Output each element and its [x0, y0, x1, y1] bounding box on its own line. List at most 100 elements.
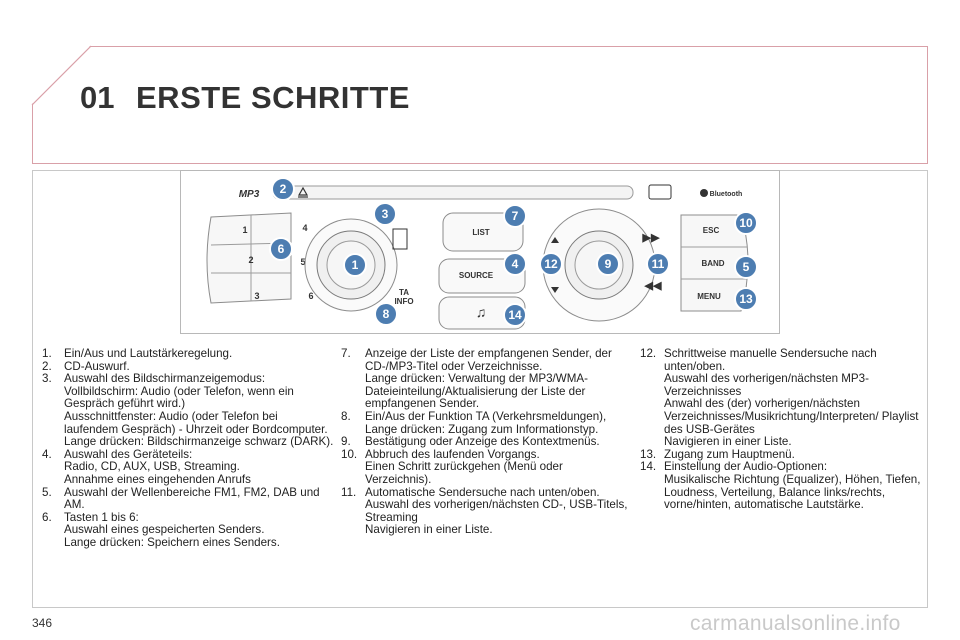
arrow-down-icon[interactable] [551, 287, 559, 293]
legend-item: 4. Auswahl des Geräteteils:Radio, CD, AUX… [42, 447, 334, 487]
callout-4: 4 [503, 252, 527, 276]
legend-item-text: Anzeige der Liste der empfangenen Sender… [365, 347, 612, 373]
legend-item-text: Vollbildschirm: Audio (oder Telefon, wen… [64, 384, 294, 411]
seek-back-icon[interactable]: ◀◀ [644, 280, 662, 292]
legend-item: 13. Zugang zum Hauptmenü. [640, 447, 922, 462]
source-button[interactable] [438, 258, 526, 294]
legend-item-text: Anwahl des (der) vorherigen/nächsten Ver… [664, 397, 919, 436]
mp3-label: MP3 [239, 189, 260, 200]
legend-item-text: Tasten 1 bis 6: [64, 510, 139, 524]
band-label[interactable]: BAND [701, 259, 724, 268]
callout-3: 3 [373, 202, 397, 226]
legend-item: 7. Anzeige der Liste der empfangenen Send… [341, 347, 631, 411]
legend-item-text: Auswahl des Geräteteils: [64, 447, 193, 461]
legend-item-text: Navigieren in einer Liste. [664, 435, 792, 449]
callout-9: 9 [596, 252, 620, 276]
svg-text:11: 11 [652, 257, 665, 271]
legend-column-1: 1. Ein/Aus und Lautstärkeregelung. 2. CD-Au… [42, 347, 334, 550]
seek-forward-icon[interactable]: ▶▶ [642, 232, 660, 244]
legend-item-text: Einen Schritt zurückgehen (Menü oder Ver… [365, 460, 563, 486]
callout-6: 6 [269, 237, 293, 261]
chapter-header [32, 46, 928, 164]
legend-item-number: 1. [42, 347, 52, 360]
callout-8: 8 [374, 302, 398, 326]
legend-item: 3.Auswahl des Bildschirmanzeigemodus:Vol… [42, 373, 334, 449]
legend-item: 2. CD-Auswurf. [42, 359, 334, 374]
legend-item: 11.Automatische Sendersuche nach unten/o… [341, 485, 631, 537]
legend-item-text: Abbruch des laufenden Vorgangs. [365, 447, 540, 461]
legend-item-number: 10. [341, 447, 358, 461]
eject-icon [297, 186, 309, 196]
list-button[interactable] [442, 212, 524, 252]
legend-item-number: 7. [341, 347, 351, 360]
legend-item-text: Ausschnittfenster: Audio (oder Telefon b… [64, 409, 328, 436]
legend-item: 5.Auswahl der Wellenbereiche FM1, FM2, D… [42, 485, 334, 512]
svg-text:3: 3 [382, 207, 389, 221]
svg-text:2: 2 [280, 182, 287, 196]
radio-control-panel-illustration: MP3 Bluetooth 1 2 3 4 5 6 TA INFO LIST S… [206, 177, 758, 330]
legend-item-number: 4. [42, 447, 52, 461]
svg-text:12: 12 [544, 257, 558, 271]
cd-slot [272, 185, 634, 200]
svg-text:1: 1 [352, 258, 359, 272]
legend-item: 8. Ein/Aus der Funktion TA (Verkehrsmeldu… [341, 409, 631, 436]
legend-item: 10. Abbruch des laufenden Vorgangs.Einen … [341, 447, 631, 487]
svg-text:7: 7 [512, 209, 519, 223]
usb-port-icon [648, 184, 672, 200]
svg-text:13: 13 [739, 292, 753, 306]
legend-item: 14.Einstellung der Audio-Optionen:Musika… [640, 461, 922, 511]
legend-item: 12.Schrittweise manuelle Sendersuche nac… [640, 347, 922, 449]
info-label[interactable]: INFO [394, 297, 413, 306]
svg-text:6: 6 [278, 242, 285, 256]
legend-item-text: Automatische Sendersuche nach unten/oben… [365, 485, 600, 499]
list-label: LIST [472, 228, 489, 237]
esc-label[interactable]: ESC [703, 226, 720, 235]
legend-item-number: 2. [42, 359, 52, 373]
legend-column-3: 12.Schrittweise manuelle Sendersuche nac… [640, 347, 922, 512]
ta-label[interactable]: TA [399, 288, 409, 297]
legend-item-text: Ein/Aus und Lautstärkeregelung. [64, 347, 233, 360]
callout-13: 13 [734, 287, 758, 311]
legend-item-text: Ein/Aus der Funktion TA (Verkehrsmeldung… [365, 409, 607, 423]
callout-5: 5 [734, 255, 758, 279]
preset-key-3[interactable]: 3 [254, 291, 259, 301]
menu-label[interactable]: MENU [697, 292, 721, 301]
svg-text:10: 10 [739, 216, 753, 230]
legend-item-text: Lange drücken: Bildschirmanzeige schwarz… [64, 435, 334, 449]
legend-item-number: 9. [341, 435, 351, 449]
preset-key-4[interactable]: 4 [302, 223, 307, 233]
legend-item-number: 8. [341, 409, 351, 423]
callout-10: 10 [734, 211, 758, 235]
svg-text:8: 8 [383, 307, 390, 321]
legend-item: 1. Ein/Aus und Lautstärkeregelung. [42, 347, 334, 361]
legend-item-text: Lange drücken: Speichern eines Senders. [64, 535, 280, 549]
chapter-number: 01 [80, 80, 115, 115]
preset-key-1[interactable]: 1 [242, 225, 247, 235]
callout-14: 14 [503, 303, 527, 327]
legend-item-number: 5. [42, 485, 52, 499]
svg-text:5: 5 [743, 260, 750, 274]
legend-item-number: 13. [640, 447, 657, 461]
svg-text:9: 9 [605, 257, 612, 271]
callout-2: 2 [271, 177, 295, 201]
preset-key-2[interactable]: 2 [248, 255, 253, 265]
legend-item-text: Radio, CD, AUX, USB, Streaming. [64, 460, 240, 474]
display-mode-icon[interactable] [392, 228, 408, 250]
legend-item-number: 3. [42, 372, 52, 386]
legend-item-text: CD-Auswurf. [64, 359, 130, 373]
legend-item-text: Annahme eines eingehenden Anrufs [64, 472, 251, 486]
legend-item: 6.Tasten 1 bis 6:Auswahl eines gespeiche… [42, 510, 334, 550]
legend-item: 9.Bestätigung oder Anzeige des Kontextme… [341, 436, 631, 449]
svg-text:♫: ♫ [476, 304, 487, 320]
svg-text:4: 4 [512, 257, 519, 271]
arrow-up-icon[interactable] [551, 237, 559, 243]
callout-12: 12 [539, 252, 563, 276]
legend-item-text: Auswahl eines gespeicherten Senders. [64, 523, 265, 537]
preset-key-5[interactable]: 5 [300, 257, 305, 267]
legend-item-text: Zugang zum Hauptmenü. [664, 447, 795, 461]
legend-column-2: 7. Anzeige der Liste der empfangenen Send… [341, 347, 631, 537]
legend-item-text: Lange drücken: Zugang zum Informationsty… [365, 422, 599, 436]
preset-key-6[interactable]: 6 [308, 291, 313, 301]
callout-7: 7 [503, 204, 527, 228]
watermark: carmanualsonline.info [690, 612, 901, 635]
